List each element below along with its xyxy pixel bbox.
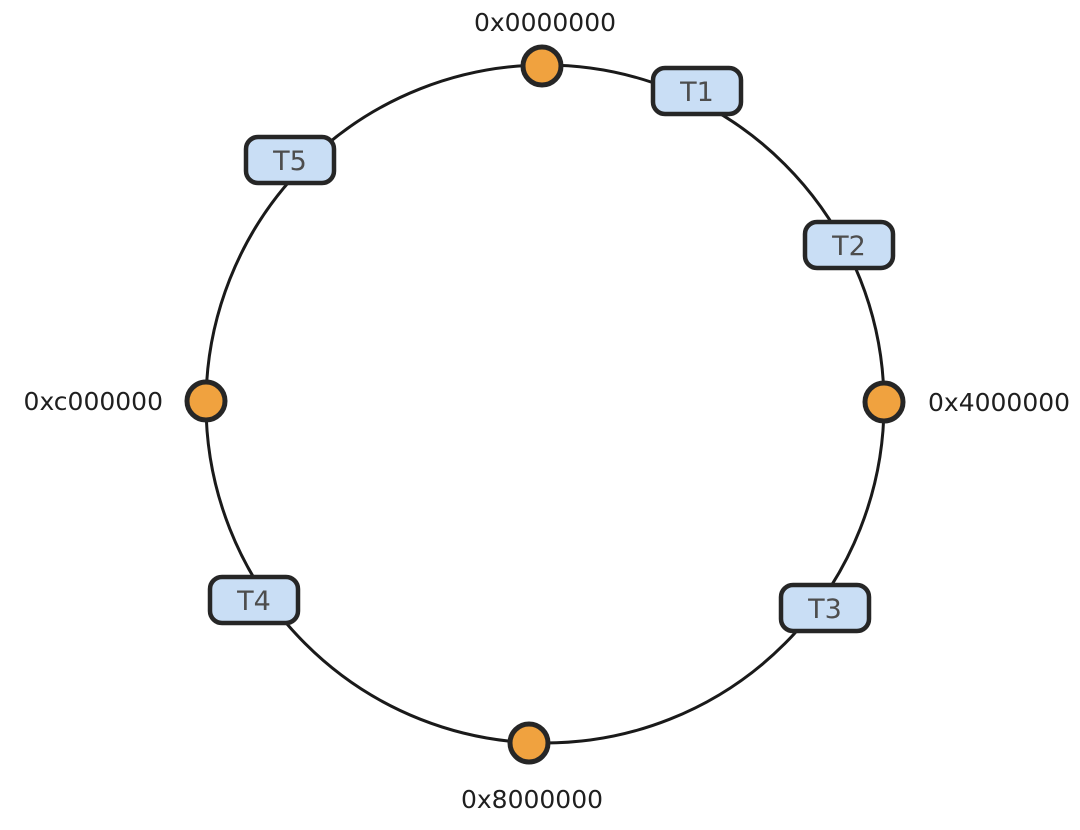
marker-dot-icon: [862, 380, 906, 424]
node-t1: T1: [650, 65, 744, 117]
marker-dot-icon: [507, 721, 551, 765]
marker-dot-icon: [520, 44, 564, 88]
node-box: [243, 134, 337, 186]
node-label: T2: [831, 231, 866, 262]
node-box: [207, 574, 301, 626]
node-box: [778, 582, 872, 634]
node-box: [650, 65, 744, 117]
node-label: T3: [807, 594, 842, 625]
node-label: T4: [236, 586, 271, 617]
node-t2: T2: [802, 219, 896, 271]
node-box: [802, 219, 896, 271]
node-t5: T5: [243, 134, 337, 186]
marker-label-right: 0x4000000: [928, 388, 1070, 417]
marker-left: 0xc000000: [24, 379, 228, 423]
marker-dot-icon: [184, 379, 228, 423]
marker-top: 0x0000000: [474, 8, 616, 88]
marker-bottom: 0x8000000: [461, 721, 603, 814]
marker-right: 0x4000000: [862, 380, 1070, 424]
marker-label-left: 0xc000000: [24, 387, 163, 416]
marker-label-bottom: 0x8000000: [461, 785, 603, 814]
node-label: T5: [272, 146, 307, 177]
marker-label-top: 0x0000000: [474, 8, 616, 37]
node-label: T1: [679, 77, 714, 108]
node-t4: T4: [207, 574, 301, 626]
node-t3: T3: [778, 582, 872, 634]
